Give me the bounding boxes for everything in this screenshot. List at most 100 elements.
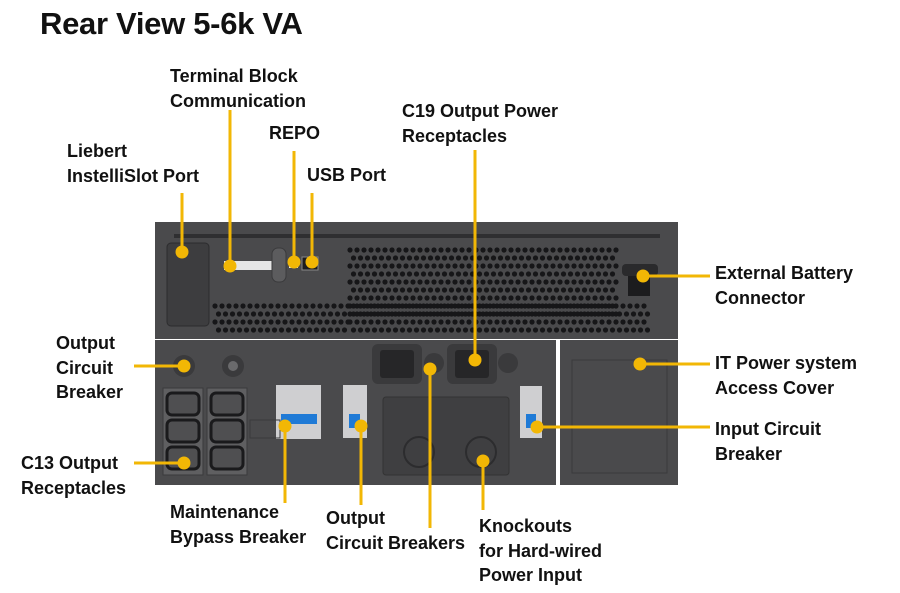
vent-hole — [515, 279, 521, 285]
vent-hole — [487, 247, 493, 253]
vent-hole — [602, 311, 609, 317]
vent-hole — [368, 247, 374, 253]
vent-hole — [424, 303, 430, 309]
vent-hole — [585, 247, 591, 253]
vent-hole — [354, 319, 360, 325]
vent-hole — [320, 327, 327, 333]
vent-hole — [382, 319, 388, 325]
vent-hole — [452, 303, 458, 309]
vent-hole — [275, 303, 281, 309]
vent-hole — [581, 287, 588, 293]
knockout — [403, 436, 435, 468]
vent-hole — [627, 303, 633, 309]
vent-hole — [532, 311, 539, 317]
vent-hole — [278, 311, 285, 317]
vent-hole — [536, 295, 542, 301]
vent-hole — [334, 311, 341, 317]
vent-hole — [410, 295, 416, 301]
vent-hole — [396, 295, 402, 301]
vent-hole — [483, 327, 490, 333]
vent-hole — [427, 287, 434, 293]
vent-hole — [494, 295, 500, 301]
vent-hole — [350, 327, 357, 333]
vent-hole — [613, 263, 619, 269]
vent-hole — [585, 295, 591, 301]
vent-hole — [268, 303, 274, 309]
vent-hole — [413, 287, 420, 293]
vent-hole — [399, 255, 406, 261]
vent-hole — [236, 311, 243, 317]
vent-hole — [310, 319, 316, 325]
vent-hole — [375, 295, 381, 301]
vent-hole — [595, 287, 602, 293]
vent-hole — [431, 295, 437, 301]
vent-hole — [599, 263, 605, 269]
vent-hole — [508, 263, 514, 269]
vent-hole — [476, 327, 483, 333]
vent-hole — [361, 247, 367, 253]
vent-hole — [466, 303, 472, 309]
vent-hole — [641, 303, 647, 309]
vent-hole — [212, 303, 218, 309]
vent-hole — [578, 295, 584, 301]
vent-hole — [641, 319, 647, 325]
vent-hole — [627, 319, 633, 325]
vent-hole — [250, 327, 257, 333]
vent-hole — [553, 311, 560, 317]
vent-hole — [574, 327, 581, 333]
vent-hole — [331, 303, 337, 309]
vent-hole — [396, 303, 402, 309]
vent-hole — [455, 311, 462, 317]
vent-hole — [480, 263, 486, 269]
vent-hole — [382, 247, 388, 253]
vent-hole — [494, 247, 500, 253]
vent-hole — [347, 279, 353, 285]
vent-hole — [462, 271, 469, 277]
label-terminal-block: Terminal Block Communication — [170, 66, 307, 111]
vent-hole — [574, 311, 581, 317]
vent-hole — [441, 271, 448, 277]
vent-hole — [462, 255, 469, 261]
vent-hole — [299, 311, 306, 317]
vent-hole — [396, 263, 402, 269]
vent-hole — [490, 255, 497, 261]
vent-hole — [413, 311, 420, 317]
vent-hole — [448, 271, 455, 277]
c13-receptacle — [209, 445, 245, 471]
vent-hole — [560, 271, 567, 277]
vent-hole — [264, 311, 271, 317]
vent-hole — [413, 271, 420, 277]
vent-hole — [497, 327, 504, 333]
vent-hole — [382, 303, 388, 309]
label-it-power-cover: IT Power system Access Cover — [715, 353, 858, 398]
vent-hole — [424, 263, 430, 269]
vent-hole — [595, 255, 602, 261]
vent-hole — [389, 263, 395, 269]
vent-hole — [268, 319, 274, 325]
vent-hole — [448, 255, 455, 261]
knockout-plate — [382, 396, 510, 476]
vent-hole — [550, 247, 556, 253]
vent-hole — [424, 319, 430, 325]
vent-hole — [574, 255, 581, 261]
vent-hole — [501, 279, 507, 285]
vent-hole — [592, 247, 598, 253]
vent-hole — [396, 247, 402, 253]
vent-hole — [292, 311, 299, 317]
vent-hole — [459, 295, 465, 301]
vent-hole — [357, 311, 364, 317]
vent-hole — [595, 327, 602, 333]
vent-hole — [609, 255, 616, 261]
vent-hole — [532, 271, 539, 277]
vent-hole — [599, 319, 605, 325]
vent-hole — [497, 255, 504, 261]
vent-hole — [445, 263, 451, 269]
vent-hole — [578, 263, 584, 269]
vent-hole — [550, 319, 556, 325]
vent-hole — [620, 319, 626, 325]
vent-hole — [448, 311, 455, 317]
vent-hole — [350, 287, 357, 293]
vent-hole — [445, 319, 451, 325]
vent-hole — [257, 311, 264, 317]
vent-hole — [389, 303, 395, 309]
